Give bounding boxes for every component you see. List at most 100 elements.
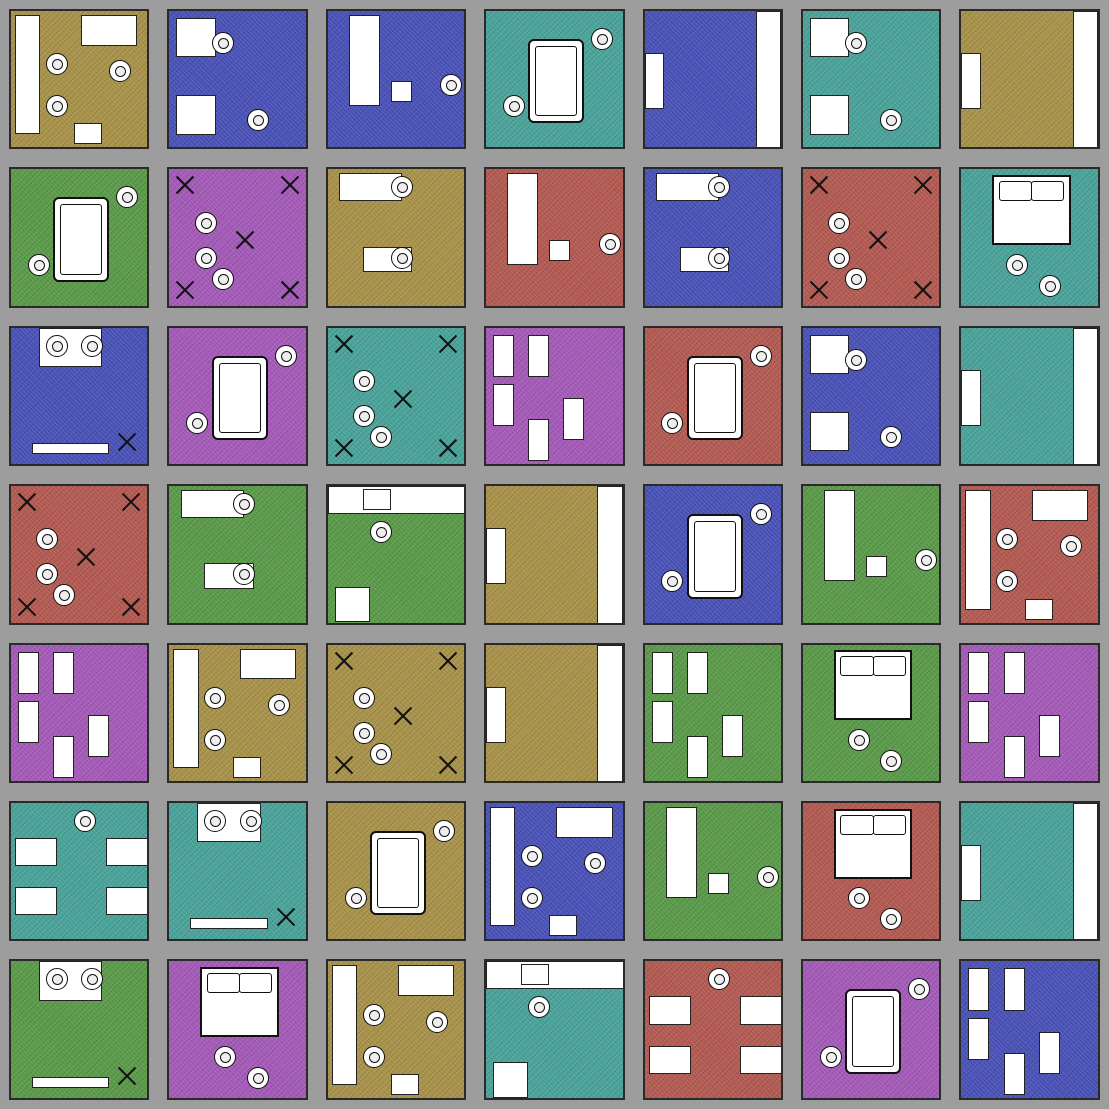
room-tile[interactable]	[9, 959, 150, 1100]
chair-icon	[332, 649, 356, 673]
salon-chair	[665, 807, 697, 899]
billiard-table	[528, 39, 585, 124]
room-tile[interactable]	[642, 9, 783, 150]
billiard-table	[686, 514, 743, 599]
room-tile[interactable]	[167, 167, 308, 308]
chair-icon	[119, 490, 143, 514]
room-tile[interactable]	[642, 167, 783, 308]
door-panel	[486, 528, 506, 585]
room-tile[interactable]	[325, 325, 467, 467]
room-tile[interactable]	[9, 801, 150, 942]
room-tile[interactable]	[325, 9, 467, 150]
person-icon	[246, 1066, 269, 1089]
table-icon	[233, 228, 257, 252]
room-tile[interactable]	[801, 484, 942, 625]
room-tile[interactable]	[9, 484, 150, 625]
room-tile[interactable]	[959, 959, 1100, 1100]
exercise-bike	[968, 651, 990, 694]
room-tile[interactable]	[801, 9, 942, 150]
room-tile[interactable]	[642, 642, 783, 783]
room-tile[interactable]	[959, 9, 1100, 150]
room-tile[interactable]	[325, 167, 467, 308]
room-tile[interactable]	[642, 801, 783, 942]
room-tile[interactable]	[484, 167, 625, 308]
person-icon	[74, 810, 97, 833]
room-tile[interactable]	[959, 801, 1100, 942]
room-tile[interactable]	[167, 325, 308, 467]
room-tile[interactable]	[642, 959, 783, 1100]
room-tile[interactable]	[642, 484, 783, 625]
person-icon	[426, 1010, 449, 1033]
room-tile[interactable]	[325, 642, 467, 783]
printer	[397, 965, 455, 997]
room-tile[interactable]	[959, 484, 1100, 625]
window-strip	[597, 644, 623, 781]
salon-chair	[824, 490, 855, 582]
room-tile[interactable]	[167, 484, 308, 625]
person-icon	[353, 721, 376, 744]
room-tile[interactable]	[9, 642, 150, 783]
person-icon	[847, 728, 870, 751]
billiard-table	[211, 355, 268, 441]
room-tile[interactable]	[801, 959, 942, 1100]
desk	[740, 996, 781, 1025]
room-tile[interactable]	[9, 9, 150, 150]
billiard-table	[53, 197, 110, 282]
exercise-bike	[651, 651, 673, 694]
chair-icon	[807, 173, 831, 197]
room-tile[interactable]	[959, 167, 1100, 308]
room-tile[interactable]	[959, 325, 1100, 467]
room-tile[interactable]	[484, 959, 625, 1100]
bed	[833, 808, 913, 879]
chair-icon	[278, 278, 302, 302]
room-tile[interactable]	[801, 325, 942, 467]
appliance	[493, 1062, 529, 1098]
room-tile[interactable]	[325, 484, 467, 625]
armchair	[810, 95, 850, 135]
room-tile[interactable]	[325, 959, 467, 1100]
room-tile[interactable]	[484, 642, 625, 783]
room-tile[interactable]	[801, 642, 942, 783]
person-icon	[756, 866, 779, 889]
window-strip	[755, 11, 781, 148]
cart	[707, 873, 729, 895]
cart	[549, 239, 571, 261]
person-icon	[353, 369, 376, 392]
room-tile[interactable]	[484, 325, 625, 467]
exercise-bike	[1038, 714, 1060, 757]
desk	[15, 887, 58, 916]
exercise-bike	[493, 334, 515, 377]
person-icon	[211, 267, 234, 290]
chair-icon	[332, 332, 356, 356]
person-icon	[211, 32, 234, 55]
person-icon	[528, 996, 551, 1019]
room-tile[interactable]	[484, 801, 625, 942]
room-tile[interactable]	[167, 642, 308, 783]
person-icon	[232, 563, 255, 586]
person-icon	[353, 686, 376, 709]
room-tile[interactable]	[9, 167, 150, 308]
person-icon	[369, 426, 392, 449]
exercise-bike	[968, 1017, 990, 1060]
room-tile[interactable]	[801, 801, 942, 942]
person-icon	[204, 728, 227, 751]
room-tile[interactable]	[167, 959, 308, 1100]
person-icon	[214, 1045, 237, 1068]
cabinet	[549, 915, 578, 937]
person-icon	[362, 1045, 385, 1068]
room-tile[interactable]	[642, 325, 783, 467]
room-tile[interactable]	[484, 9, 625, 150]
room-tile[interactable]	[959, 642, 1100, 783]
printer	[556, 807, 613, 838]
room-tile[interactable]	[484, 484, 625, 625]
person-icon	[1006, 253, 1029, 276]
room-tile[interactable]	[801, 167, 942, 308]
person-icon	[36, 563, 59, 586]
room-tile[interactable]	[167, 801, 308, 942]
person-icon	[880, 749, 903, 772]
cart	[866, 556, 888, 578]
chair-icon	[173, 278, 197, 302]
room-tile[interactable]	[9, 325, 150, 467]
room-tile[interactable]	[325, 801, 467, 942]
room-tile[interactable]	[167, 9, 308, 150]
